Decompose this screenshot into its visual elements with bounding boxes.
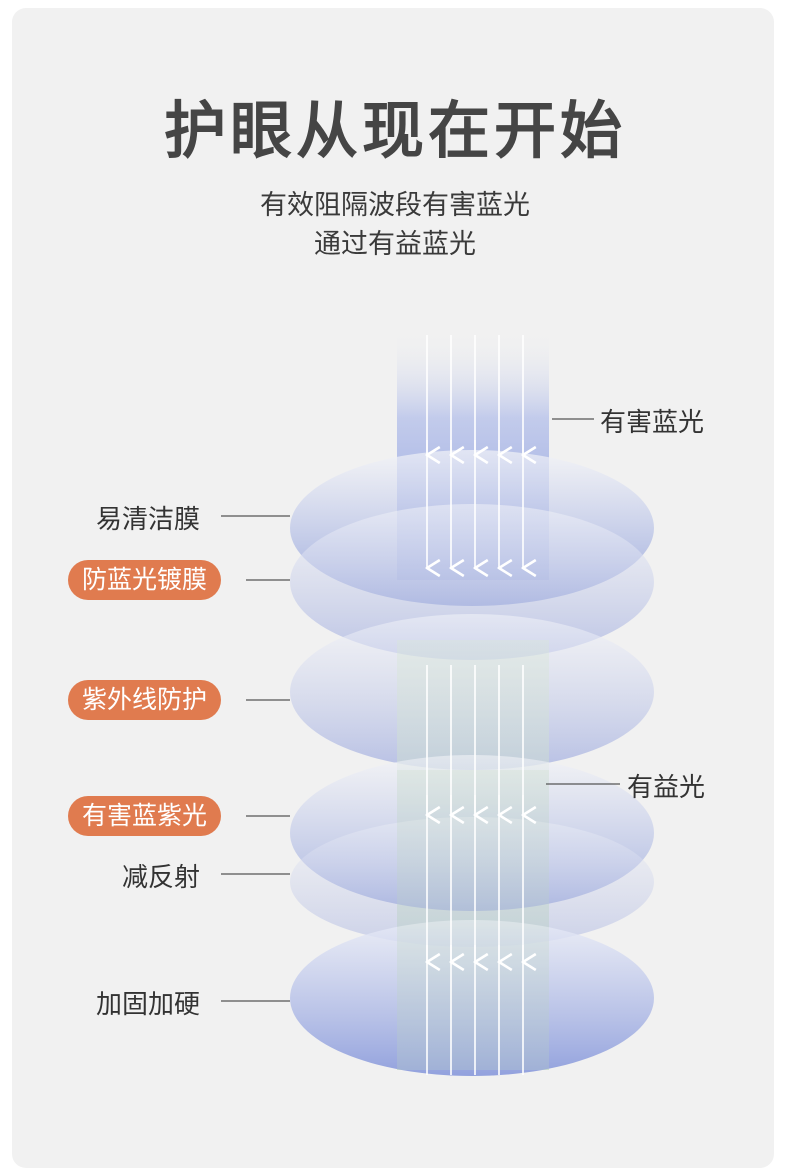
- beneficial-light-overlay: [397, 770, 549, 1070]
- lens-layer-anti-reflect: [290, 817, 654, 947]
- subtitle-line-2: 通过有益蓝光: [314, 229, 476, 260]
- harmful-arrows: [427, 335, 523, 568]
- layer-label-blue-coat: 防蓝光镀膜: [68, 560, 222, 600]
- layer-label-violet: 有害蓝紫光: [68, 796, 222, 836]
- beneficial-arrows: [427, 665, 523, 1075]
- layer-label-anti-reflect: 减反射: [122, 863, 201, 893]
- lens-layer-blue-coat: [290, 504, 654, 660]
- lens-layer-hard-coat: [290, 920, 654, 1076]
- leader-lines: [221, 418, 620, 1002]
- layer-label-easy-clean: 易清洁膜: [96, 505, 201, 535]
- layer-label-hard-coat: 加固加硬: [96, 990, 201, 1020]
- page-title: 护眼从现在开始: [163, 94, 626, 167]
- subtitle-line-1: 有效阻隔波段有害蓝光: [260, 190, 530, 221]
- harmful-light-label: 有害蓝光: [600, 408, 705, 438]
- layer-label-uv: 紫外线防护: [68, 680, 222, 720]
- beneficial-light-label: 有益光: [627, 773, 706, 803]
